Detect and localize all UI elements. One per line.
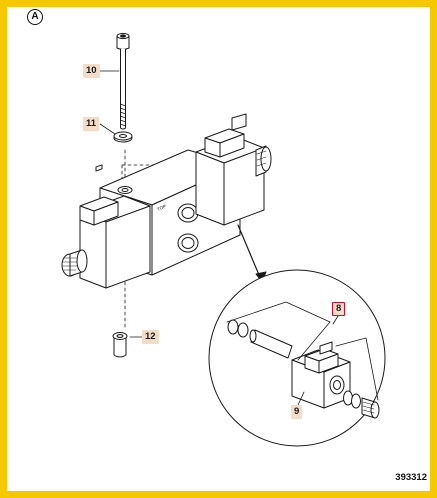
- callout-part-9: 9: [291, 405, 303, 419]
- section-label-badge: A: [27, 9, 43, 25]
- detail-components: [227, 319, 380, 419]
- plug: [112, 332, 128, 358]
- figure-number: 393312: [395, 472, 427, 483]
- solenoid-coil-right: [195, 113, 265, 226]
- detail-bracket-lines: [226, 301, 379, 401]
- knurled-nut-left: [61, 249, 88, 277]
- callout-part-12: 12: [142, 330, 159, 344]
- callout-part-11: 11: [83, 117, 100, 131]
- block-marking-text: TOP: [156, 204, 166, 212]
- socket-head-bolt: [116, 32, 130, 130]
- washer: [113, 131, 133, 143]
- callout-leader-lines: [99, 70, 339, 406]
- detail-pointer-arrow: [237, 224, 267, 283]
- callout-part-8: 8: [332, 302, 346, 316]
- knurled-nut-right: [255, 145, 272, 177]
- callout-part-10: 10: [83, 64, 100, 78]
- solenoid-coil-left: [79, 164, 151, 289]
